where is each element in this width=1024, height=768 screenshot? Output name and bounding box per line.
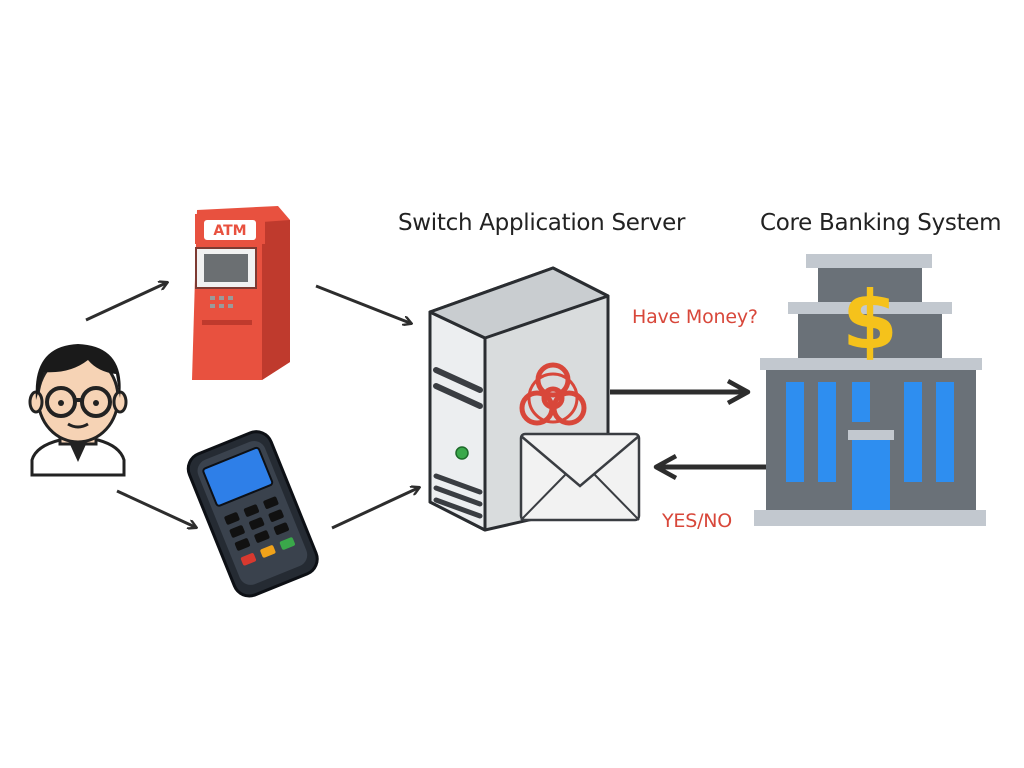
request-message-label: Have Money? <box>632 306 758 328</box>
biohazard-icon <box>519 362 587 426</box>
arrow-person-to-atm <box>85 283 166 322</box>
arrow-pos-to-server <box>331 488 418 530</box>
person-icon <box>28 344 128 477</box>
dollar-sign: $ <box>842 274 898 367</box>
core-banking-label: Core Banking System <box>760 210 1002 236</box>
pos-terminal-icon <box>186 430 319 598</box>
response-message-label: YES/NO <box>662 510 733 532</box>
envelope-icon <box>519 432 641 522</box>
atm-label: ATM <box>213 223 246 239</box>
switch-server-label: Switch Application Server <box>398 210 686 236</box>
arrow-atm-to-server <box>315 284 410 323</box>
arrow-person-to-pos <box>116 489 195 527</box>
bank-building-icon: $ <box>754 254 986 526</box>
atm-icon: ATM <box>192 206 290 380</box>
